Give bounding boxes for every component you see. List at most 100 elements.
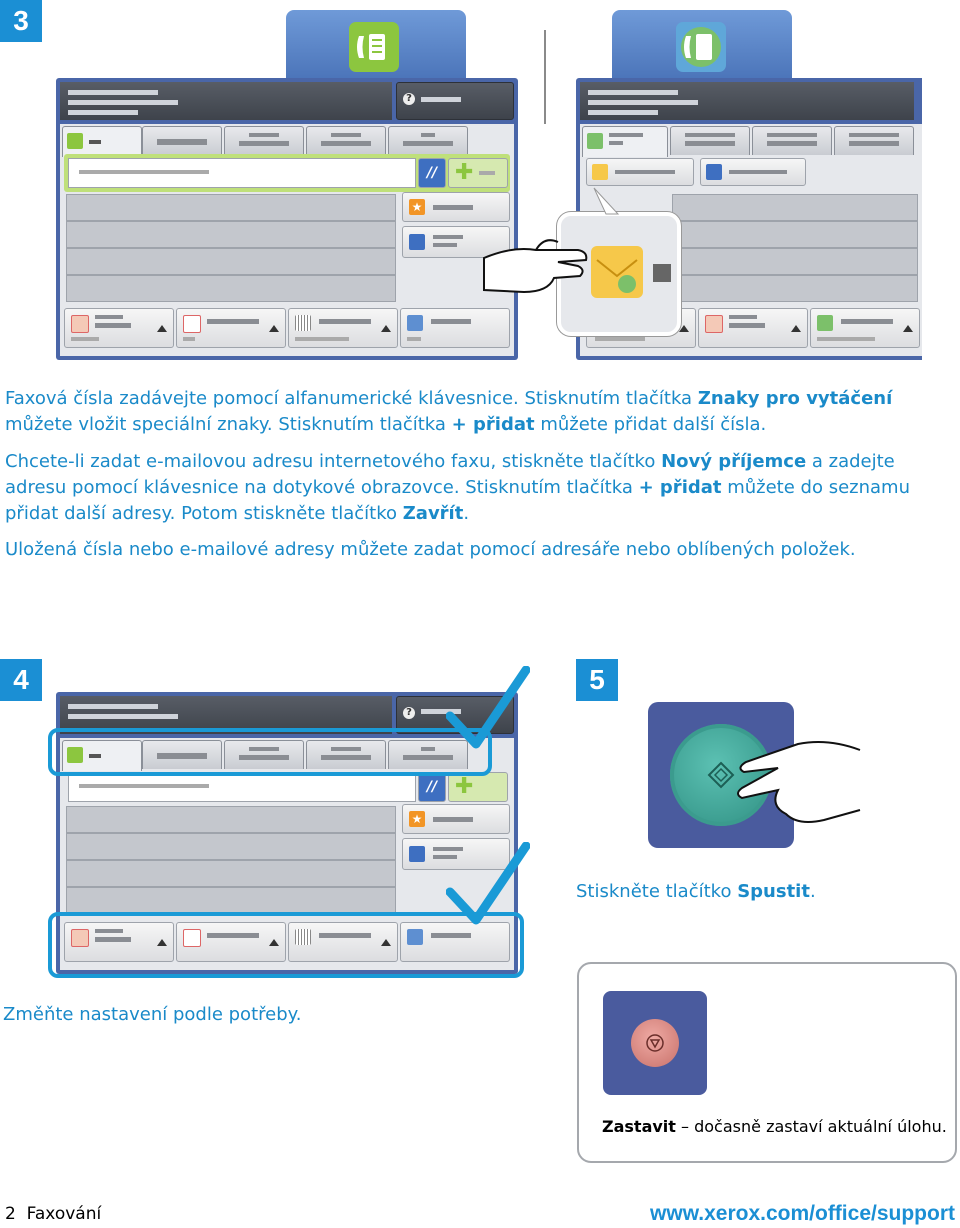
- setting-button-1[interactable]: [64, 308, 174, 348]
- tab-5[interactable]: [388, 740, 468, 769]
- settings-highlight: [48, 912, 524, 978]
- internet-fax-icon: [587, 133, 603, 149]
- recipient-list-row[interactable]: [66, 806, 396, 833]
- setting-button-4[interactable]: [400, 922, 510, 962]
- divider-line: [544, 30, 546, 124]
- setting-button-4[interactable]: [400, 308, 510, 348]
- step4-caption: Změňte nastavení podle potřeby.: [3, 1004, 302, 1025]
- dialing-characters-button[interactable]: //: [418, 772, 446, 802]
- recipient-list-row[interactable]: [66, 860, 396, 887]
- fax-number-input[interactable]: [68, 158, 416, 188]
- setting-button-1[interactable]: [64, 922, 174, 962]
- favorites-button[interactable]: ★: [402, 804, 510, 834]
- checkmark-icon: [446, 842, 530, 925]
- stop-icon: [646, 1034, 664, 1052]
- start-diamond-icon: [707, 761, 735, 789]
- fax-number-input[interactable]: [68, 772, 416, 802]
- stop-button[interactable]: [631, 1019, 679, 1067]
- tab-3[interactable]: [224, 126, 304, 155]
- step-4-badge: 4: [0, 659, 42, 701]
- setting-button-3[interactable]: [288, 308, 398, 348]
- fax-icon: [67, 133, 83, 149]
- new-recipient-button[interactable]: [586, 158, 694, 186]
- tab-2[interactable]: [670, 126, 750, 155]
- recipient-list-row[interactable]: [672, 221, 918, 248]
- setting-button-3[interactable]: [288, 922, 398, 962]
- stop-description: Zastavit – dočasně zastaví aktuální úloh…: [602, 1117, 947, 1136]
- address-book-icon: [409, 846, 425, 862]
- envelope-icon: [592, 164, 608, 180]
- tab-3[interactable]: [224, 740, 304, 769]
- fax-screen-step4: ? // ✚ ★: [56, 692, 518, 974]
- add-button[interactable]: ✚: [448, 158, 508, 188]
- tab-5[interactable]: [388, 126, 468, 155]
- status-area: [60, 82, 392, 120]
- recipient-list-row[interactable]: [66, 833, 396, 860]
- instruction-paragraph-3: Uložená čísla nebo e-mailové adresy může…: [5, 539, 856, 560]
- favorites-button[interactable]: ★: [402, 192, 510, 222]
- footer-page-label: 2 Faxování: [5, 1204, 101, 1224]
- add-button[interactable]: ✚: [448, 772, 508, 802]
- instruction-paragraph-2: Chcete-li zadat e-mailovou adresu intern…: [5, 451, 910, 524]
- pointing-hand-icon: [737, 741, 861, 823]
- envelope-icon: [591, 246, 643, 298]
- instruction-paragraph-1: Faxová čísla zadávejte pomocí alfanumeri…: [5, 388, 893, 435]
- help-icon: ?: [403, 93, 415, 105]
- original-type-icon: [295, 929, 311, 945]
- recipient-list-row[interactable]: [66, 221, 396, 248]
- original-type-icon: [295, 315, 311, 331]
- tab-4[interactable]: [834, 126, 914, 155]
- star-icon: ★: [409, 199, 425, 215]
- page-number: 2: [5, 1204, 16, 1224]
- fax-screen-left: ? // ✚ ★: [56, 78, 518, 360]
- recipient-list-row[interactable]: [672, 194, 918, 221]
- recipient-list-row[interactable]: [66, 275, 396, 302]
- tab-fax[interactable]: [62, 740, 142, 771]
- address-book-icon: [409, 234, 425, 250]
- setting-button-2[interactable]: [698, 308, 808, 348]
- support-url[interactable]: www.xerox.com/office/support: [650, 1202, 955, 1225]
- help-icon: ?: [403, 707, 415, 719]
- tab-4[interactable]: [306, 740, 386, 769]
- recipient-list-row[interactable]: [66, 194, 396, 221]
- stop-info-box: [577, 962, 957, 1163]
- tab-3[interactable]: [752, 126, 832, 155]
- recipient-list-row[interactable]: [672, 248, 918, 275]
- start-button[interactable]: [670, 724, 772, 826]
- help-button[interactable]: ?: [396, 82, 514, 120]
- address-book-icon: [706, 164, 722, 180]
- address-book-button[interactable]: [402, 838, 510, 870]
- sides-icon: [183, 315, 201, 333]
- pointing-hand-icon: [483, 239, 588, 294]
- color-icon: [817, 315, 833, 331]
- checkmark-icon: [446, 666, 530, 749]
- tab-internet-fax[interactable]: [582, 126, 668, 157]
- internet-fax-icon: [676, 22, 726, 72]
- tab-2[interactable]: [142, 740, 222, 769]
- recipient-list-row[interactable]: [66, 887, 396, 914]
- callout-pointer: [593, 187, 620, 215]
- setting-button-2[interactable]: [176, 922, 286, 962]
- recipient-list-row[interactable]: [672, 275, 918, 302]
- resolution-icon: [71, 929, 89, 947]
- setting-button-2[interactable]: [176, 308, 286, 348]
- address-book-button[interactable]: [700, 158, 806, 186]
- plus-icon: ✚: [455, 160, 474, 185]
- section-title: Faxování: [26, 1204, 102, 1224]
- more-settings-icon: [407, 929, 423, 945]
- tabs-highlight: [48, 728, 492, 776]
- tab-4[interactable]: [306, 126, 386, 155]
- dialing-characters-button[interactable]: //: [418, 158, 446, 188]
- resolution-icon: [71, 315, 89, 333]
- address-book-button[interactable]: [402, 226, 510, 258]
- tab-fax[interactable]: [62, 126, 142, 157]
- tab-2[interactable]: [142, 126, 222, 155]
- resolution-icon: [705, 315, 723, 333]
- step-3-badge: 3: [0, 0, 42, 42]
- plus-icon: ✚: [455, 774, 474, 799]
- sides-icon: [183, 929, 201, 947]
- star-icon: ★: [409, 811, 425, 827]
- setting-button-3[interactable]: [810, 308, 920, 348]
- dialing-characters-icon: //: [426, 779, 438, 795]
- recipient-list-row[interactable]: [66, 248, 396, 275]
